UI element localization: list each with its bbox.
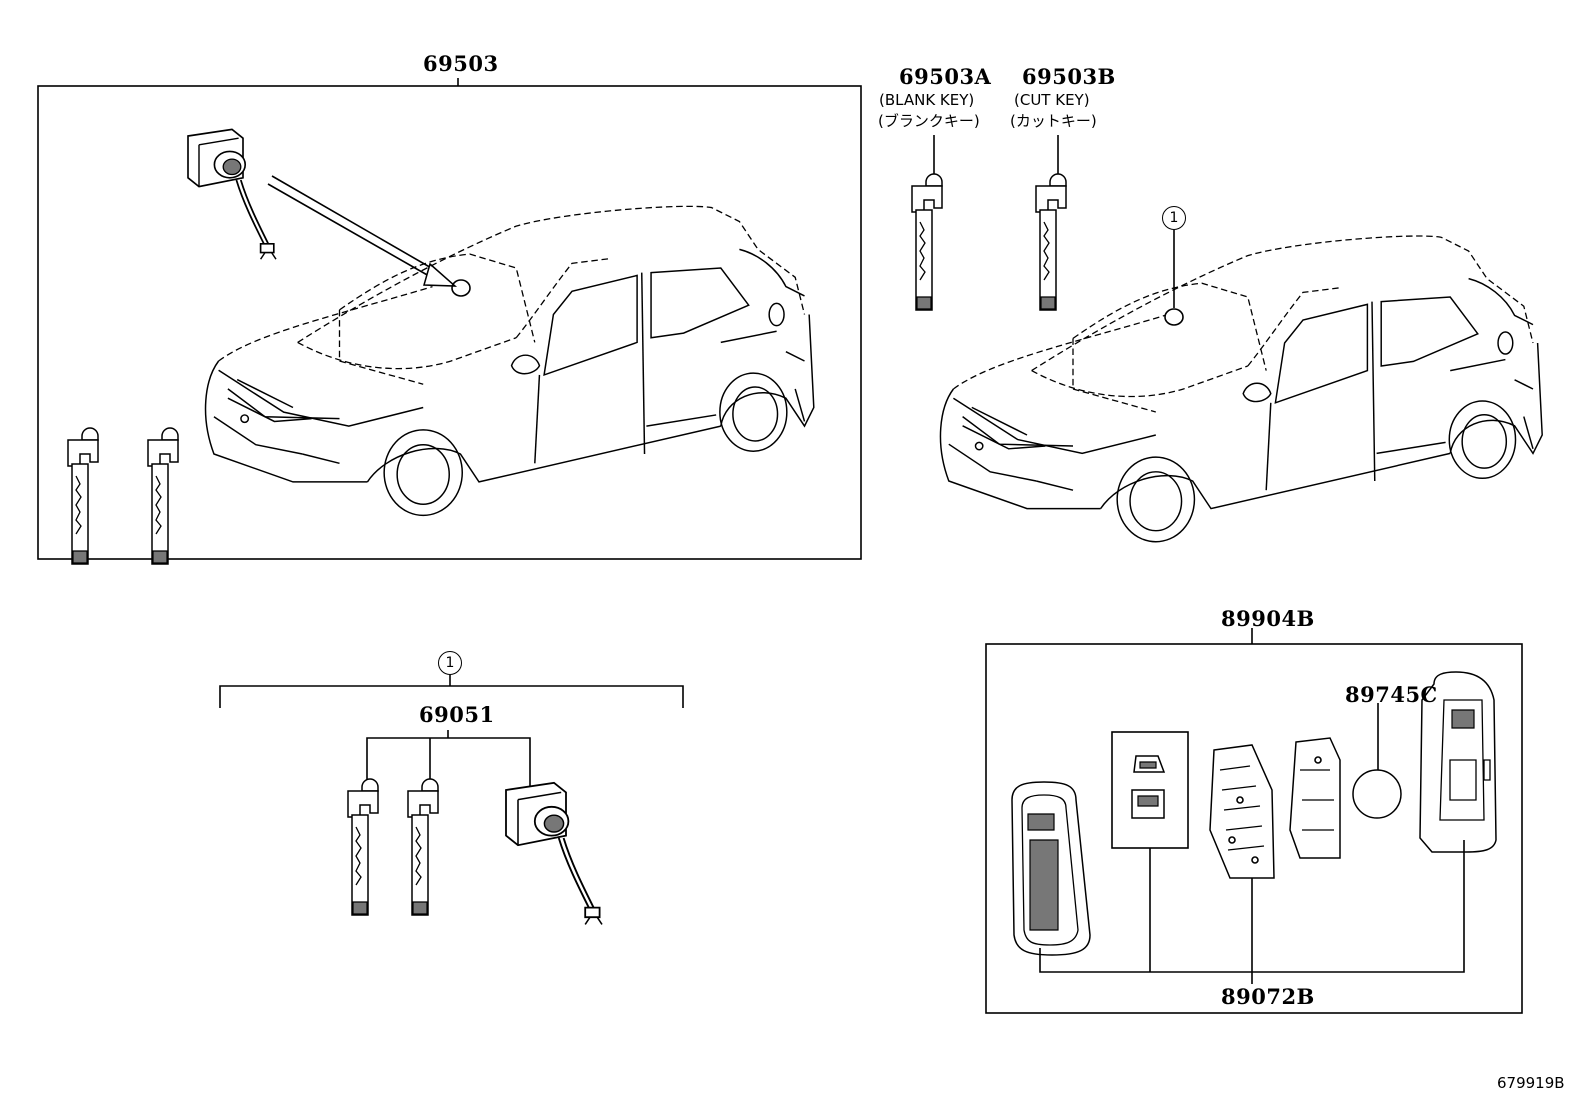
part-label-69503A[interactable]: 69503A [899,64,992,89]
part-desc-69503B-jp: (カットキー) [1010,112,1097,130]
group-69503A-69503B [911,135,1543,543]
group-69503 [37,78,862,565]
part-label-69503B[interactable]: 69503B [1022,64,1116,89]
part-desc-69503A-en: (BLANK KEY) [879,91,975,109]
group-69051 [219,675,684,926]
callout-ref-1-set: 1 [438,651,462,675]
group-89904B [985,628,1523,1014]
part-label-89745C[interactable]: 89745C [1345,682,1438,707]
diagram-code: 679919B [1497,1074,1565,1092]
part-label-69051[interactable]: 69051 [419,702,495,727]
callout-ref-1-vehicle: 1 [1162,206,1186,230]
part-label-89072B[interactable]: 89072B [1221,984,1315,1009]
part-label-69503[interactable]: 69503 [423,51,499,76]
part-desc-69503A-jp: (ブランクキー) [878,112,980,130]
part-desc-69503B-en: (CUT KEY) [1014,91,1090,109]
part-label-89904B[interactable]: 89904B [1221,606,1315,631]
